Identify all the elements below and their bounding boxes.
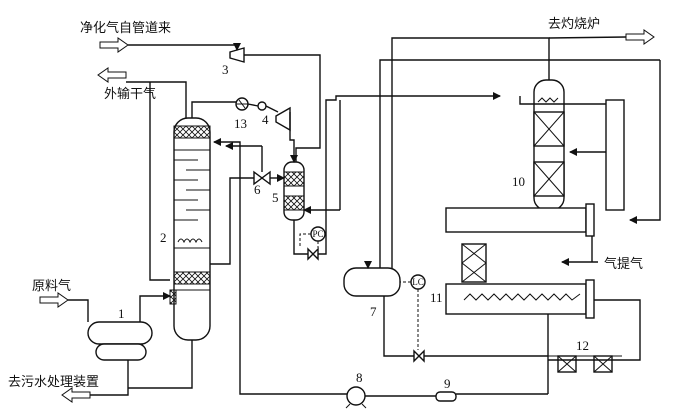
lc-label: LC: [412, 277, 424, 287]
flow-lines: [68, 36, 661, 397]
purified-gas-inlet-arrow: [99, 37, 129, 53]
dry-gas-label: 外输干气: [104, 86, 156, 102]
tag-9: 9: [444, 376, 451, 391]
tag-1: 1: [118, 306, 125, 321]
tag-11: 11: [430, 290, 443, 305]
level-controller: LC: [400, 274, 426, 363]
tag-3: 3: [222, 62, 229, 77]
tag-13: 13: [234, 116, 247, 131]
tag-10: 10: [512, 174, 525, 189]
reboiler-structure: [445, 99, 625, 283]
purified-gas-label: 净化气自管道来: [80, 20, 171, 36]
column-5: [283, 161, 305, 221]
pressure-controller: PC: [299, 226, 326, 261]
tag-5: 5: [272, 190, 279, 205]
blower-12: [548, 355, 622, 373]
filter-9: [435, 391, 457, 402]
compressor-3: [229, 47, 245, 63]
feed-gas-label: 原料气: [32, 278, 71, 294]
tag-12: 12: [576, 338, 589, 353]
tag-8: 8: [356, 370, 363, 385]
dry-gas-outlet-arrow: [97, 67, 127, 83]
stripping-gas-label: 气提气: [604, 256, 643, 272]
wastewater-outlet-arrow: [61, 387, 91, 403]
feed-separator: [87, 321, 153, 361]
furnace-label: 去灼烧炉: [548, 17, 600, 32]
absorber-column: [169, 117, 211, 341]
pump-8: [345, 386, 367, 409]
drum-7: [343, 267, 401, 297]
pc-label: PC: [312, 229, 323, 239]
tag-6: 6: [254, 182, 261, 197]
tag-4: 4: [262, 112, 269, 127]
heater-11: [445, 279, 595, 319]
regenerator-column-10: [533, 79, 565, 211]
cooler-13: [235, 97, 267, 111]
tag-7: 7: [370, 304, 377, 319]
feed-gas-inlet-arrow: [39, 292, 69, 308]
furnace-outlet-arrow: [625, 29, 655, 45]
wastewater-label: 去污水处理装置: [8, 375, 99, 390]
tag-2: 2: [160, 230, 167, 245]
